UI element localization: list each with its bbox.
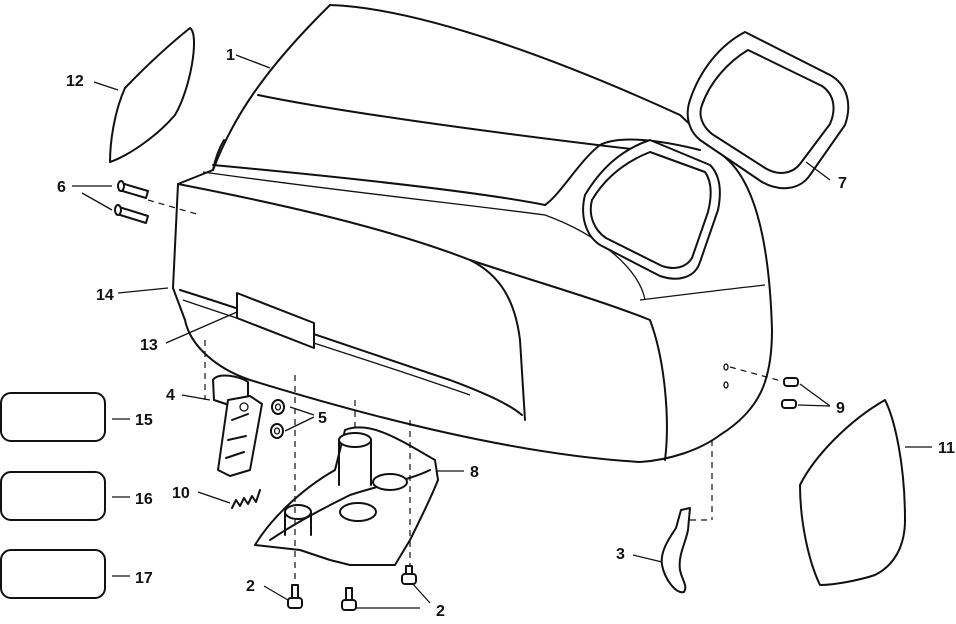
decal-12 [109, 27, 196, 163]
hook-3 [660, 507, 691, 594]
decal-11 [799, 399, 906, 586]
callout-9: 9 [836, 400, 845, 417]
callout-1: 1 [226, 47, 235, 64]
motor-cover [172, 4, 773, 463]
callout-4: 4 [166, 387, 175, 404]
callouts: 1 12 6 7 14 13 4 5 15 16 17 10 8 9 11 3 … [57, 47, 955, 620]
callout-13: 13 [140, 337, 158, 354]
screws-2 [287, 565, 417, 611]
assembly-lines [147, 199, 786, 585]
callout-12: 12 [66, 73, 84, 90]
spring-10 [231, 489, 261, 509]
callout-15: 15 [135, 412, 153, 429]
decal-17 [0, 549, 106, 599]
callout-17: 17 [135, 570, 153, 587]
callout-7: 7 [838, 175, 847, 192]
window-seal [686, 31, 850, 190]
grommets-9 [781, 377, 799, 409]
washers-5 [270, 399, 285, 439]
callout-14: 14 [96, 287, 114, 304]
callout-8: 8 [470, 464, 479, 481]
callout-5: 5 [318, 410, 327, 427]
callout-3: 3 [616, 546, 625, 563]
leader-lines [72, 54, 932, 609]
callout-16: 16 [135, 491, 153, 508]
base-bracket-8 [254, 426, 439, 566]
decal-16 [0, 471, 106, 521]
latch-4 [212, 374, 263, 477]
callout-2b: 2 [436, 603, 445, 619]
callout-11: 11 [938, 440, 955, 457]
pins-6 [114, 180, 149, 224]
callout-6: 6 [57, 179, 66, 196]
decal-15 [0, 392, 106, 442]
callout-2a: 2 [246, 578, 255, 595]
callout-10: 10 [172, 485, 190, 502]
